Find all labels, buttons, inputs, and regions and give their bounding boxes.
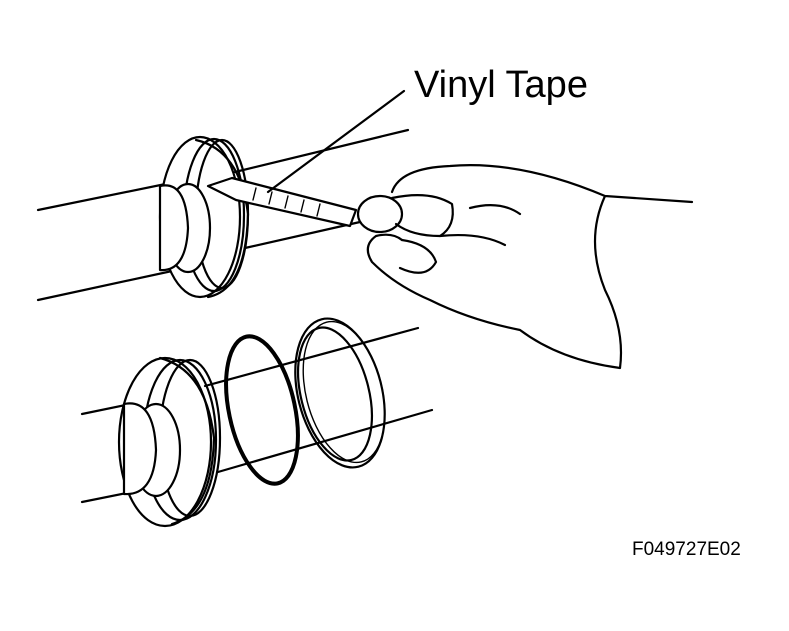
taped-screwdriver (206, 176, 404, 234)
knuckle-line (438, 233, 507, 247)
hand (366, 164, 694, 370)
hand-outline (366, 164, 694, 370)
index-finger (398, 238, 438, 274)
screwdriver-shaft (206, 176, 358, 228)
seal-ring-inner (297, 326, 373, 462)
upper-piston-assembly (36, 128, 410, 302)
tape-wrap-mark (268, 191, 273, 205)
figure-code: F049727E02 (632, 539, 741, 560)
thumb (390, 193, 454, 238)
vinyl-tape-callout-label: Vinyl Tape (414, 64, 588, 106)
tape-wrap-mark (284, 195, 289, 209)
lower-shaft-end (122, 402, 158, 496)
upper-shaft-end (158, 184, 190, 272)
upper-piston-rim (194, 138, 250, 299)
callout-leader-line (266, 89, 406, 194)
o-ring (224, 334, 300, 486)
upper-shaft-rear-bottom-edge (243, 220, 362, 250)
screwdriver-handle (356, 194, 404, 234)
knuckle-line (468, 203, 522, 216)
tape-wrap-mark (252, 187, 257, 201)
lower-piston-assembly (80, 326, 434, 528)
lower-piston-rim (158, 356, 216, 526)
lower-shaft-rear-top-edge (203, 326, 420, 388)
tape-wrap-mark (316, 203, 321, 217)
seal-ring (294, 317, 386, 469)
seal-ring-edge (302, 320, 386, 464)
tape-wrap-mark (300, 199, 305, 213)
